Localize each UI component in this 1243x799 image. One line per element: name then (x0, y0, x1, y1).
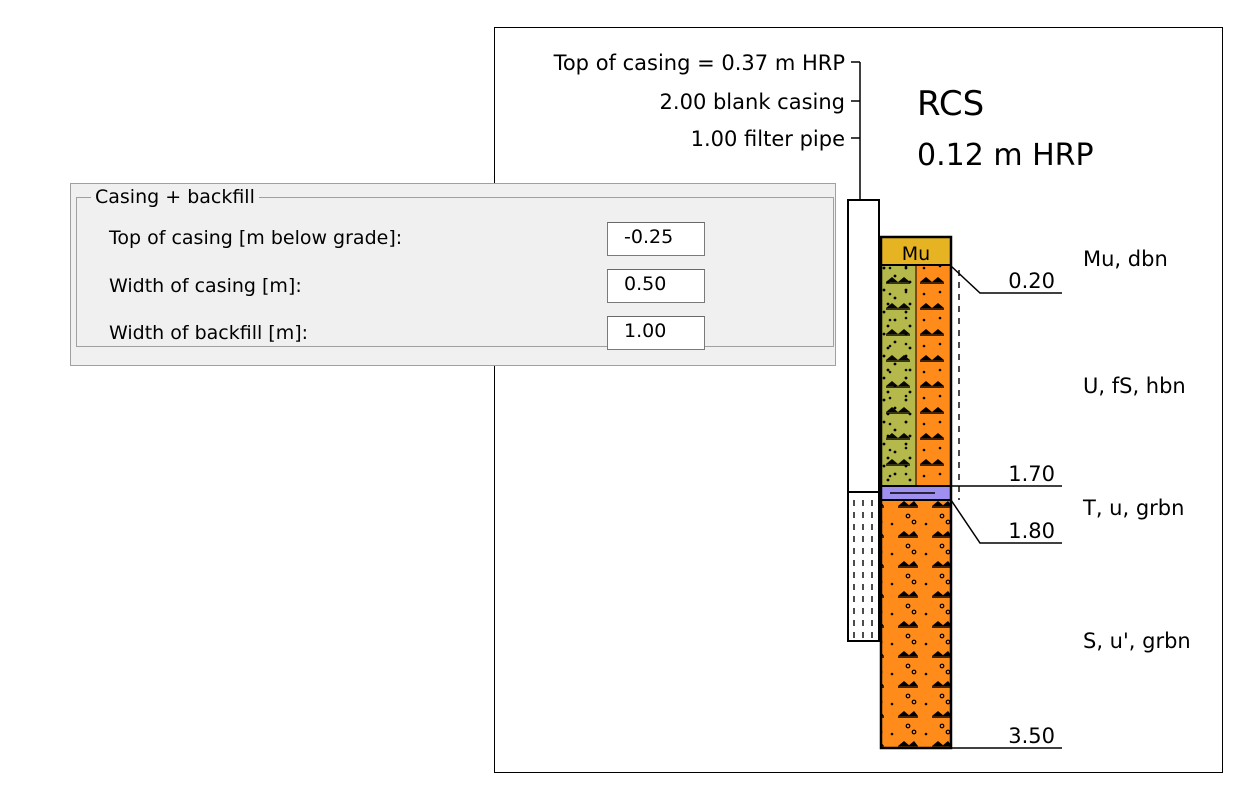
filter-pipe-label: 1.00 filter pipe (691, 127, 845, 151)
layer-description-4: S, u', grbn (1083, 629, 1191, 653)
depth-leaders (950, 265, 1062, 749)
layer-s-pattern (882, 500, 950, 748)
casing-backfill-panel: Casing + backfill Top of casing [m below… (70, 183, 836, 366)
well-name: RCS (917, 84, 984, 124)
width-of-backfill-label: Width of backfill [m]: (109, 322, 309, 344)
top-of-casing-label: Top of casing [m below grade]: (109, 227, 403, 249)
depth-label-4: 3.50 (1008, 724, 1055, 748)
top-of-casing-input[interactable]: -0.25 (607, 222, 705, 256)
groupbox-title: Casing + backfill (91, 186, 259, 208)
depth-label-3: 1.80 (1008, 519, 1055, 543)
casing-backfill-groupbox (76, 197, 834, 347)
width-of-casing-input[interactable]: 0.50 (607, 269, 705, 303)
top-of-casing-label: Top of casing = 0.37 m HRP (553, 51, 845, 75)
depth-label-1: 0.20 (1008, 269, 1055, 293)
depth-label-2: 1.70 (1008, 462, 1055, 486)
column-outline (879, 235, 953, 750)
width-of-casing-label: Width of casing [m]: (109, 275, 302, 297)
layer-code-mu: Mu (902, 243, 930, 265)
layer-mu (882, 238, 950, 265)
blank-casing (847, 199, 880, 493)
layer-u-pattern-mounds (882, 265, 916, 486)
layer-u-pattern-right (916, 265, 950, 486)
layer-description-1: Mu, dbn (1083, 247, 1168, 271)
layer-description-3: T, u, grbn (1082, 496, 1184, 520)
blank-casing-label: 2.00 blank casing (660, 90, 845, 114)
layer-boundaries (881, 264, 951, 501)
well-elevation: 0.12 m HRP (917, 138, 1094, 173)
annotation-leaders (851, 61, 861, 200)
width-of-backfill-input[interactable]: 1.00 (607, 316, 705, 350)
layer-description-2: U, fS, hbn (1083, 374, 1186, 398)
